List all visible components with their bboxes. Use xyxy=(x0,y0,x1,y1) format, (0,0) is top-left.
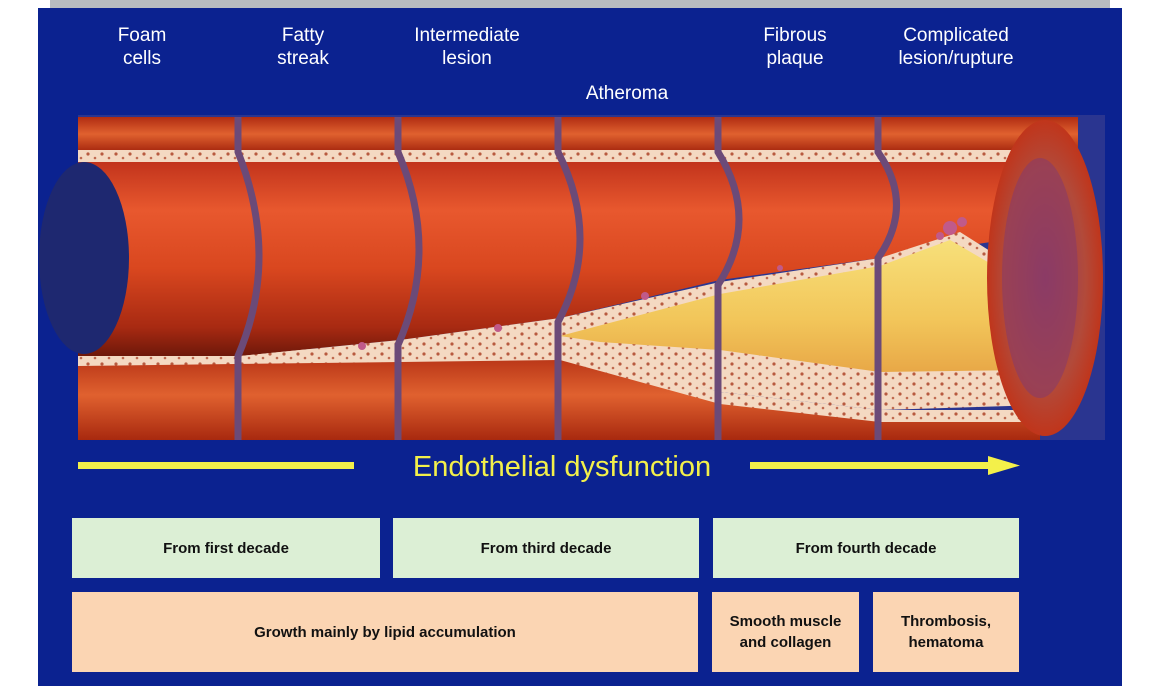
growth-smooth-muscle-collagen: Smooth muscle and collagen xyxy=(712,592,859,672)
growth-thrombosis-hematoma: Thrombosis, hematoma xyxy=(873,592,1019,672)
timeline-third-decade: From third decade xyxy=(393,518,699,578)
endothelial-dysfunction-label: Endothelial dysfunction xyxy=(372,447,752,487)
growth-lipid-accumulation: Growth mainly by lipid accumulation xyxy=(72,592,698,672)
timeline-first-decade: From first decade xyxy=(72,518,380,578)
timeline-fourth-decade: From fourth decade xyxy=(713,518,1019,578)
